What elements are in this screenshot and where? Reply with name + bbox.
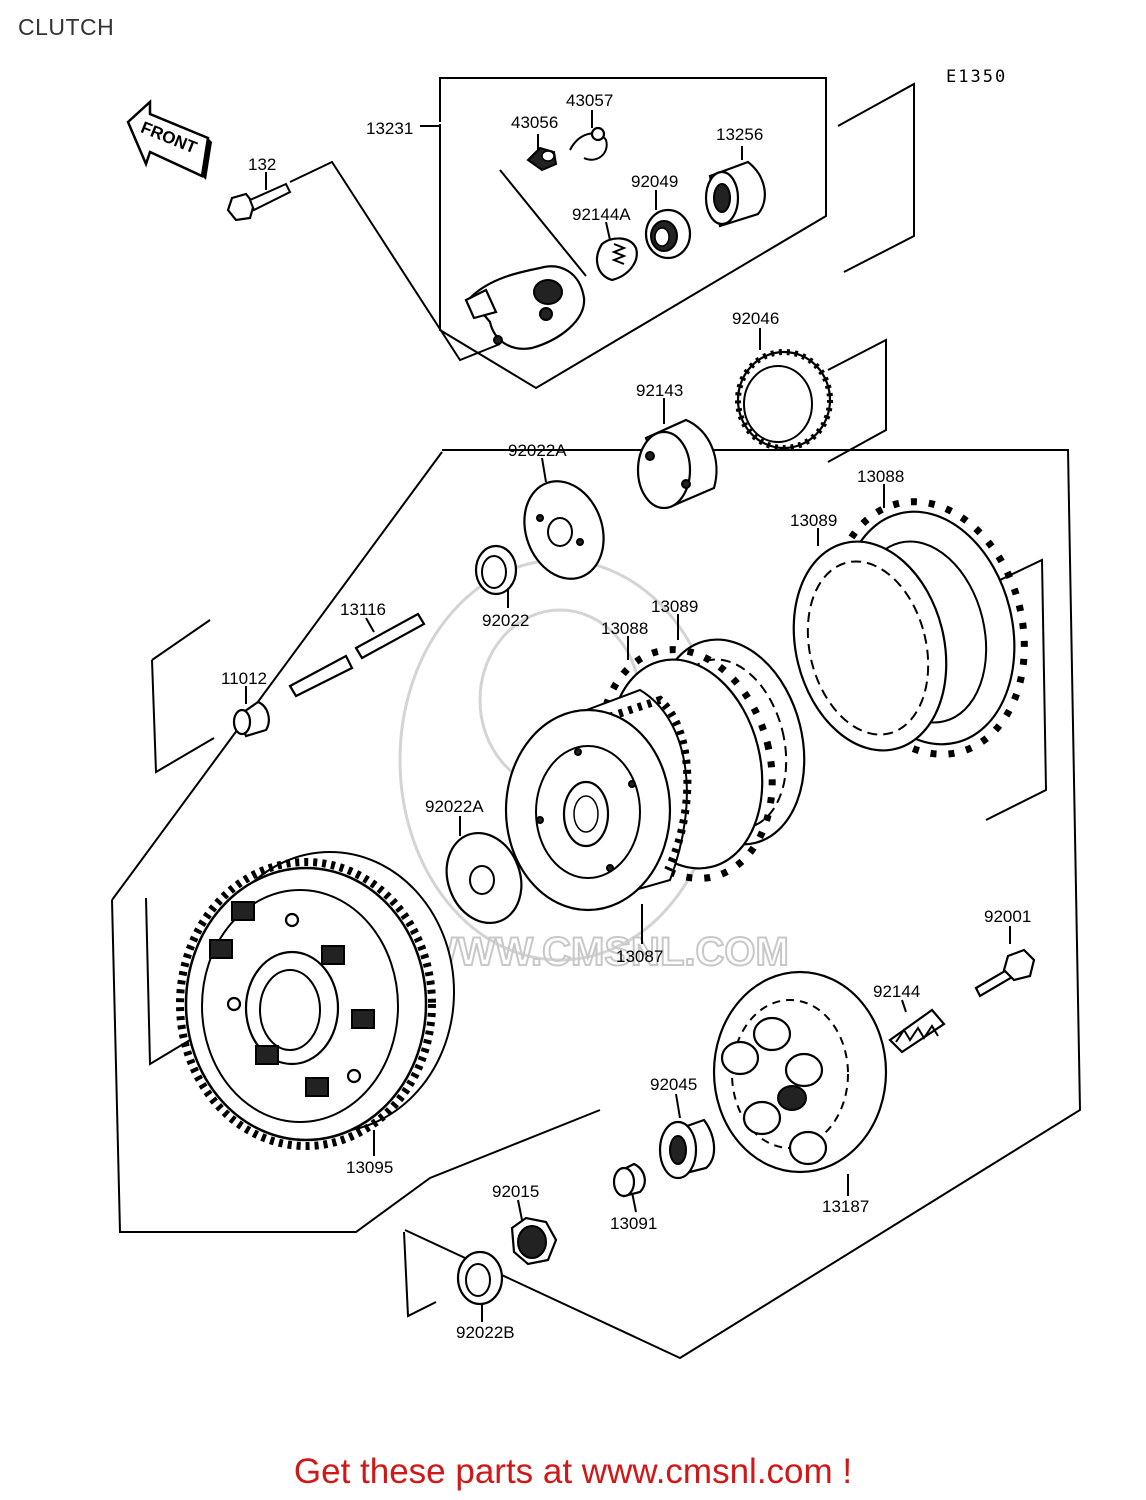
part-13087-clutch-hub-icon <box>504 688 692 912</box>
front-arrow-icon: FRONT <box>126 99 212 180</box>
page-title: CLUTCH <box>18 14 115 40</box>
part-label[interactable]: 92143 <box>636 381 683 400</box>
part-label[interactable]: 92022B <box>456 1323 515 1342</box>
part-92144-spring-icon <box>888 1008 946 1054</box>
part-label[interactable]: 92045 <box>650 1075 697 1094</box>
part-132-bolt-icon <box>226 182 292 222</box>
part-13116-push-rod-icon <box>288 612 426 698</box>
part-label[interactable]: 13231 <box>366 119 413 138</box>
part-label[interactable]: 92001 <box>984 907 1031 926</box>
part-92022a-washer-icon <box>523 480 605 580</box>
part-label[interactable]: 13091 <box>610 1214 657 1233</box>
watermark-text: WWW.CMSNL.COM <box>420 930 789 974</box>
part-label[interactable]: 13116 <box>340 600 386 619</box>
diagram-ref-code: E1350 <box>946 67 1007 87</box>
promo-link[interactable]: Get these parts at www.cmsnl.com ! <box>293 1452 853 1491</box>
part-label[interactable]: 13089 <box>651 597 698 616</box>
part-13187-pressure-plate-icon <box>712 970 888 1174</box>
part-label[interactable]: 13088 <box>857 467 904 486</box>
part-92046-needle-bearing-icon <box>735 349 833 451</box>
part-label[interactable]: 13089 <box>790 511 837 530</box>
part-label[interactable]: 92144 <box>873 982 920 1001</box>
part-labels: 13231 43057 43056 13256 132 92049 92144A… <box>221 91 1031 1342</box>
exploded-clutch-diagram: WWW.CMSNL.COM E1350 FRONT <box>111 67 1082 1360</box>
part-label[interactable]: 13187 <box>822 1197 869 1216</box>
part-92022a-washer-icon <box>445 831 523 925</box>
part-label[interactable]: 43056 <box>511 113 558 132</box>
part-92022b-washer-icon <box>456 1250 504 1306</box>
part-label[interactable]: 92049 <box>631 172 678 191</box>
part-92001-bolt-icon <box>974 948 1036 998</box>
part-label[interactable]: 92022 <box>482 611 529 630</box>
part-13089-steel-plate-icon <box>792 540 948 752</box>
part-label[interactable]: 92015 <box>492 1182 539 1201</box>
part-label[interactable]: 13256 <box>716 125 763 144</box>
part-label[interactable]: 43057 <box>566 91 613 110</box>
group-boundaries <box>111 77 1082 1360</box>
part-13256-bearing-icon <box>704 160 766 228</box>
part-92022-washer-icon <box>474 544 518 596</box>
leader-lines <box>245 110 1011 1322</box>
part-43057-clip-icon <box>569 126 608 161</box>
part-92015-nut-icon <box>510 1216 558 1266</box>
part-label[interactable]: 11012 <box>221 669 267 688</box>
part-13091-cap-icon <box>612 1162 646 1198</box>
part-43056-nipple-icon <box>526 146 558 172</box>
part-label[interactable]: 13095 <box>346 1158 393 1177</box>
part-92049-oil-seal-icon <box>644 208 692 260</box>
part-release-mechanism-icon <box>464 265 586 350</box>
part-11012-cap-icon <box>232 700 270 738</box>
part-label[interactable]: 92046 <box>732 309 779 328</box>
part-label[interactable]: 92022A <box>508 441 567 460</box>
part-92045-bearing-icon <box>658 1118 716 1180</box>
part-label[interactable]: 13087 <box>616 947 663 966</box>
part-label[interactable]: 13088 <box>601 619 648 638</box>
part-92143-collar-icon <box>636 418 718 510</box>
part-92144a-spring-icon <box>595 237 638 282</box>
part-label[interactable]: 92022A <box>425 797 484 816</box>
part-label[interactable]: 92144A <box>572 205 631 224</box>
part-13095-clutch-housing-icon <box>176 851 455 1150</box>
part-label[interactable]: 132 <box>248 155 276 174</box>
